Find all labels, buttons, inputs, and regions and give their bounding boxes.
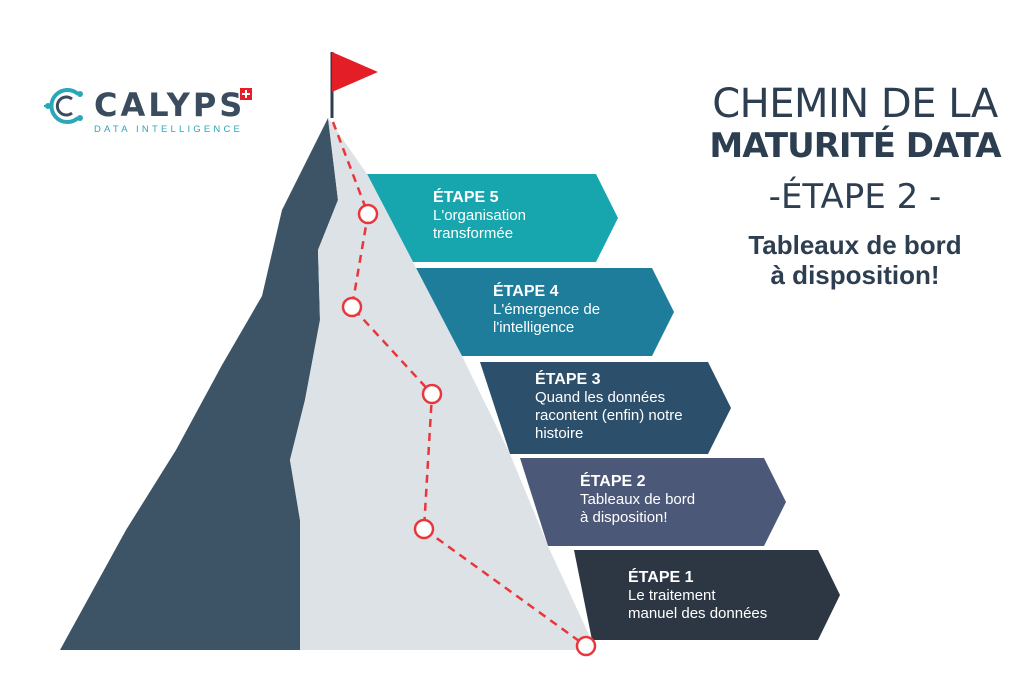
step-3-line-3: histoire [535, 425, 584, 442]
waypoint-2 [413, 518, 435, 540]
logo-tagline: DATA INTELLIGENCE [94, 124, 244, 135]
step-1-label: ÉTAPE 1 Le traitement manuel des données [628, 568, 767, 623]
step-3-label: ÉTAPE 3 Quand les données racontent (enf… [535, 370, 683, 443]
step-4-line-1: L'émergence de [493, 301, 601, 318]
waypoint-3 [421, 383, 443, 405]
subtitle-line-1: Tableaux de bord [748, 230, 962, 260]
title-line-2: MATURITÉ DATA [709, 126, 1001, 166]
step-3-ribbon [480, 362, 731, 454]
step-1-ribbon [574, 550, 840, 640]
step-5-line-2: transformée [433, 225, 514, 242]
step-1-line-2: manuel des données [628, 605, 768, 622]
step-4-line-2: l'intelligence [493, 319, 575, 336]
step-5-label: ÉTAPE 5 L'organisation transformée [433, 188, 526, 243]
step-4-label: ÉTAPE 4 L'émergence de l'intelligence [493, 282, 600, 337]
step-2-line-2: à disposition! [580, 509, 668, 526]
calyps-logo: CALYPS DATA INTELLIGENCE [44, 80, 264, 140]
title-line-3: -ÉTAPE 2 - [768, 177, 942, 217]
step-2-line-1: Tableaux de bord [580, 491, 696, 508]
step-2-title: ÉTAPE 2 [580, 473, 646, 490]
step-1-title: ÉTAPE 1 [628, 569, 694, 586]
title-block: CHEMIN DE LA MATURITÉ DATA -ÉTAPE 2 - Ta… [700, 82, 1010, 290]
swiss-cross-icon [240, 88, 252, 100]
waypoint-4 [341, 296, 363, 318]
step-5-title: ÉTAPE 5 [433, 189, 499, 206]
subtitle-line-2: à disposition! [770, 260, 940, 290]
logo-brand: CALYPS [94, 86, 246, 124]
step-1-line-1: Le traitement [628, 587, 716, 604]
step-3-line-1: Quand les données [535, 389, 666, 406]
step-4-ribbon [413, 268, 674, 356]
waypoint-1 [575, 635, 597, 657]
step-3-line-2: racontent (enfin) notre [535, 407, 683, 424]
step-2-label: ÉTAPE 2 Tableaux de bord à disposition! [580, 472, 695, 527]
title-line-1: CHEMIN DE LA [712, 81, 998, 127]
climbing-path [331, 121, 587, 648]
mountain-light-face [290, 118, 596, 650]
waypoint-5 [357, 203, 379, 225]
circuit-c-icon [44, 88, 83, 124]
flag-icon [332, 52, 378, 92]
step-3-title: ÉTAPE 3 [535, 371, 601, 388]
step-2-ribbon [520, 458, 786, 546]
step-5-ribbon [367, 174, 618, 262]
mountain-dark-face [60, 118, 338, 650]
step-5-line-1: L'organisation [433, 207, 526, 224]
step-4-title: ÉTAPE 4 [493, 283, 559, 300]
